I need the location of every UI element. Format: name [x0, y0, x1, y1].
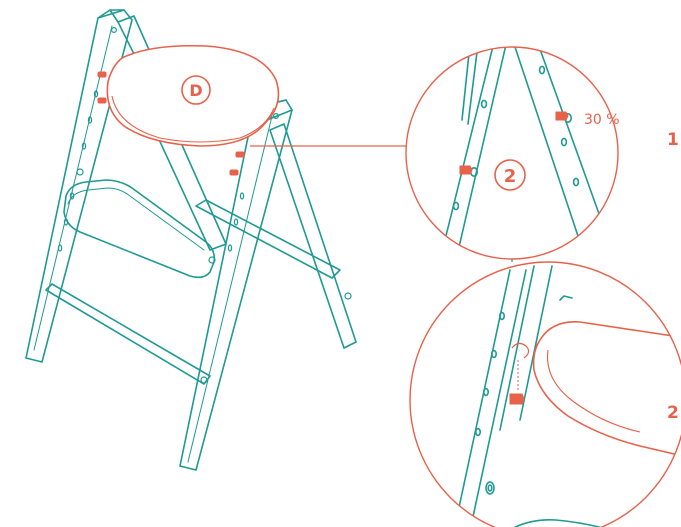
seat-edge-detail: [532, 321, 681, 462]
leg-top-cap: [97, 9, 125, 23]
detail-circle-top: 2 30 %: [405, 46, 620, 260]
right-leg-holes: [227, 192, 245, 252]
left-leg-holes: [57, 90, 99, 252]
seat-rim: [111, 95, 275, 143]
footrest: [63, 179, 216, 279]
detail-step-badge-text: 2: [504, 166, 517, 187]
detail-step-badge: 2: [494, 159, 526, 191]
seat-label-text: D: [189, 81, 202, 100]
left-back-leg: [25, 9, 133, 363]
step-number-1: 1: [667, 130, 679, 150]
detail-circle-bottom: [409, 261, 681, 527]
main-screws: [97, 71, 245, 176]
cross-bar-rear: [195, 199, 341, 279]
detail-top-screws: [459, 111, 569, 175]
lower-front-bar: [45, 283, 211, 385]
footrest-rim: [67, 187, 205, 251]
frame-bolts: [76, 27, 352, 384]
front-right-leg-edge: [187, 115, 273, 463]
left-back-leg-inner: [33, 25, 113, 351]
seat-label-badge: D: [181, 75, 211, 105]
step-number-2: 2: [667, 403, 679, 423]
detail-bottom-screw: [509, 342, 530, 405]
torque-note: 30 %: [584, 112, 620, 128]
right-rear-leg: [269, 123, 357, 349]
